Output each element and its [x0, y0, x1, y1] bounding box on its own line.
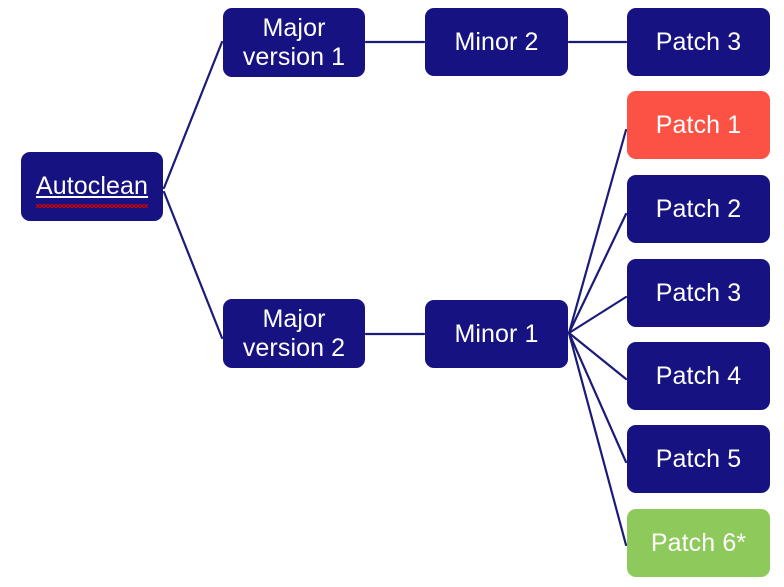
node-label-major1: Major version 1: [242, 14, 346, 71]
node-label-m1p2: Patch 2: [655, 194, 742, 223]
edge-minor1-to-m1p1: [567, 128, 628, 335]
node-m1p5[interactable]: Patch 5: [627, 425, 770, 493]
node-label-minor1: Minor 1: [454, 319, 539, 348]
node-m1p1[interactable]: Patch 1: [627, 91, 770, 159]
edge-minor1-to-m1p3: [567, 295, 628, 335]
node-minor2[interactable]: Minor 2: [425, 8, 568, 76]
node-m1p3[interactable]: Patch 3: [627, 259, 770, 327]
node-label-m1p1: Patch 1: [655, 110, 742, 139]
edge-root-to-major2: [162, 190, 224, 340]
node-major1[interactable]: Major version 1: [223, 8, 365, 77]
node-m1p2[interactable]: Patch 2: [627, 175, 770, 243]
node-label-m1p5: Patch 5: [655, 444, 742, 473]
node-major2[interactable]: Major version 2: [223, 299, 365, 368]
edge-minor1-to-m1p2: [567, 212, 628, 335]
node-label-minor2: Minor 2: [454, 27, 539, 56]
node-label-m1p4: Patch 4: [655, 361, 742, 390]
node-minor1[interactable]: Minor 1: [425, 300, 568, 368]
node-label-m1p3: Patch 3: [655, 278, 742, 307]
edge-root-to-major1: [162, 40, 224, 190]
node-root[interactable]: Autoclean: [21, 152, 163, 221]
node-label-m2p3: Patch 3: [655, 27, 742, 56]
node-m1p4[interactable]: Patch 4: [627, 342, 770, 410]
node-label-m1p6: Patch 6*: [650, 528, 747, 557]
node-label-major2: Major version 2: [242, 305, 346, 362]
node-label-root: Autoclean: [35, 172, 149, 208]
edge-minor1-to-m1p5: [567, 331, 628, 464]
node-m1p6[interactable]: Patch 6*: [627, 509, 770, 577]
node-m2p3[interactable]: Patch 3: [627, 8, 770, 76]
edge-minor1-to-m1p4: [567, 331, 628, 381]
edge-minor1-to-m1p6: [567, 331, 628, 547]
